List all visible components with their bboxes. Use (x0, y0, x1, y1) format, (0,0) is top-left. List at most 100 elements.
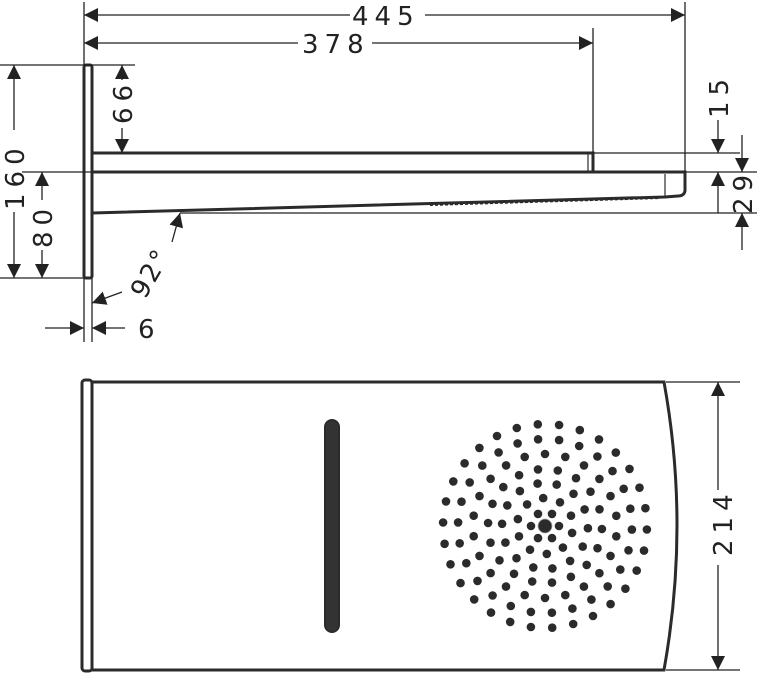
nozzle (547, 578, 557, 587)
nozzle (475, 443, 484, 453)
nozzle (558, 543, 568, 552)
nozzle (619, 484, 628, 494)
nozzle (488, 591, 497, 600)
nozzle (547, 608, 557, 617)
side-view: 445 378 66 160 80 15 (0, 2, 757, 345)
nozzle (533, 435, 543, 444)
dimension-label: 92° (125, 243, 177, 303)
nozzle (465, 478, 475, 487)
nozzle (501, 582, 511, 591)
nozzle (641, 503, 650, 513)
nozzle (612, 511, 621, 521)
nozzle (642, 525, 652, 534)
nozzle (526, 607, 536, 617)
nozzle (522, 500, 532, 509)
dimension-label: 29 (729, 169, 757, 214)
nozzle (538, 493, 548, 503)
nozzle (593, 543, 602, 553)
nozzle (547, 623, 557, 632)
nozzle (505, 617, 515, 627)
nozzle (513, 439, 522, 448)
nozzle (595, 505, 604, 514)
nozzle (554, 521, 564, 531)
nozzle (514, 470, 524, 480)
dimension-label: 15 (705, 73, 735, 118)
nozzle (635, 483, 644, 493)
nozzle (473, 576, 482, 586)
nozzle (608, 466, 617, 476)
nozzle (499, 482, 508, 492)
nozzle (495, 556, 504, 565)
nozzle (486, 474, 495, 484)
dimension-label: 66 (109, 79, 139, 124)
dimension-label: 214 (709, 488, 739, 556)
nozzle (579, 582, 589, 591)
dimension-label: 160 (1, 142, 31, 210)
nozzle (554, 435, 564, 445)
nozzle (595, 474, 604, 484)
nozzle (497, 519, 507, 529)
nozzle (606, 491, 615, 501)
nozzle (446, 560, 455, 569)
nozzle (494, 448, 503, 457)
nozzle (540, 593, 550, 603)
nozzle (503, 501, 512, 510)
nozzle (583, 523, 593, 533)
nozzle (566, 511, 576, 520)
nozzle (469, 511, 479, 520)
nozzle (621, 584, 630, 593)
nozzle (580, 505, 589, 514)
nozzle (460, 459, 469, 468)
nozzle (453, 518, 463, 527)
nozzle (540, 449, 550, 459)
nozzle (462, 558, 471, 568)
upper-body (92, 151, 595, 172)
nozzle (526, 622, 536, 632)
nozzle (512, 423, 522, 433)
nozzle (533, 420, 543, 429)
nozzle (501, 461, 511, 470)
nozzle (526, 521, 536, 531)
nozzle (478, 461, 487, 470)
nozzle (568, 604, 577, 613)
nozzle (612, 532, 621, 541)
nozzle (587, 595, 596, 604)
nozzle (555, 498, 565, 507)
nozzle (455, 539, 465, 548)
nozzle (533, 509, 543, 519)
dimension-label: 80 (29, 203, 59, 248)
nozzle (514, 532, 524, 541)
nozzle (554, 420, 564, 430)
nozzle (483, 518, 493, 528)
nozzle (501, 538, 510, 547)
dimension-15: 15 (705, 73, 749, 172)
nozzle (548, 564, 557, 573)
nozzle (525, 545, 535, 554)
top-view: 214 (80, 378, 740, 673)
dimension-label: 6 (138, 315, 161, 345)
nozzle (486, 608, 496, 617)
nozzle (527, 577, 537, 586)
nozzle (565, 556, 575, 566)
nozzle (552, 480, 561, 489)
nozzle (475, 551, 484, 561)
dimension-label: 445 (352, 2, 420, 32)
nozzle (575, 425, 585, 435)
nozzle (574, 441, 584, 451)
nozzle (594, 435, 604, 444)
nozzle (603, 582, 612, 591)
nozzle (595, 568, 604, 578)
nozzle (509, 569, 519, 579)
lower-body (91, 170, 687, 215)
nozzle (520, 590, 529, 600)
nozzle (632, 566, 641, 575)
dimension-160: 160 (1, 65, 31, 278)
nozzle (579, 461, 589, 470)
nozzle (561, 590, 570, 600)
nozzle (533, 533, 543, 543)
dimension-214: 214 (709, 382, 739, 670)
nozzle (553, 466, 563, 475)
nozzle (578, 542, 587, 551)
nozzle (529, 563, 538, 572)
nozzle (606, 551, 615, 561)
